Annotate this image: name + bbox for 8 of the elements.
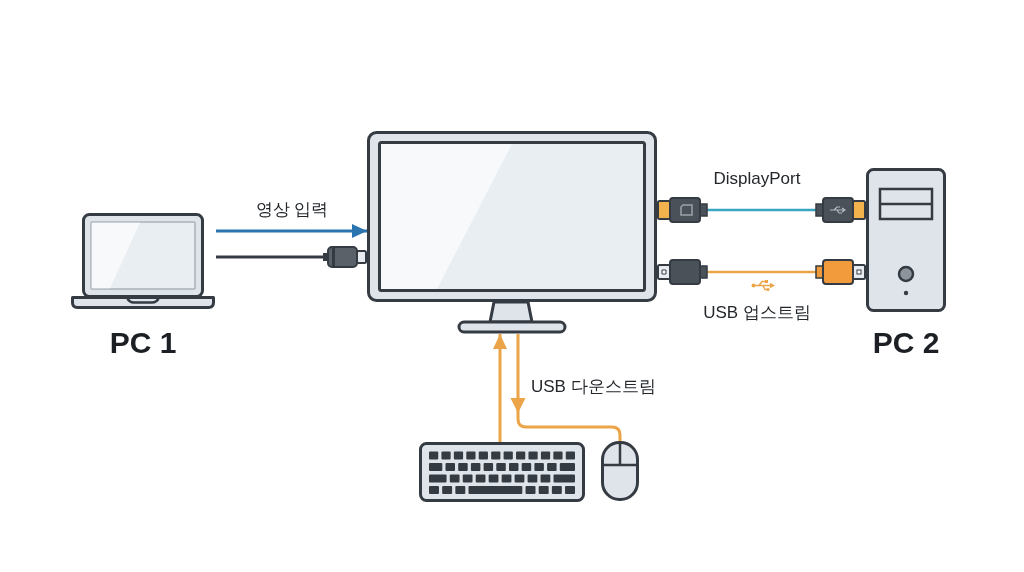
- cable: [657, 197, 866, 223]
- arrow: [493, 334, 507, 442]
- device-label: PC 2: [872, 326, 940, 360]
- device-label: PC 1: [109, 326, 177, 360]
- arrow: [510, 334, 622, 441]
- cable: [657, 259, 866, 285]
- arrow: [216, 224, 367, 238]
- cable: [216, 246, 367, 268]
